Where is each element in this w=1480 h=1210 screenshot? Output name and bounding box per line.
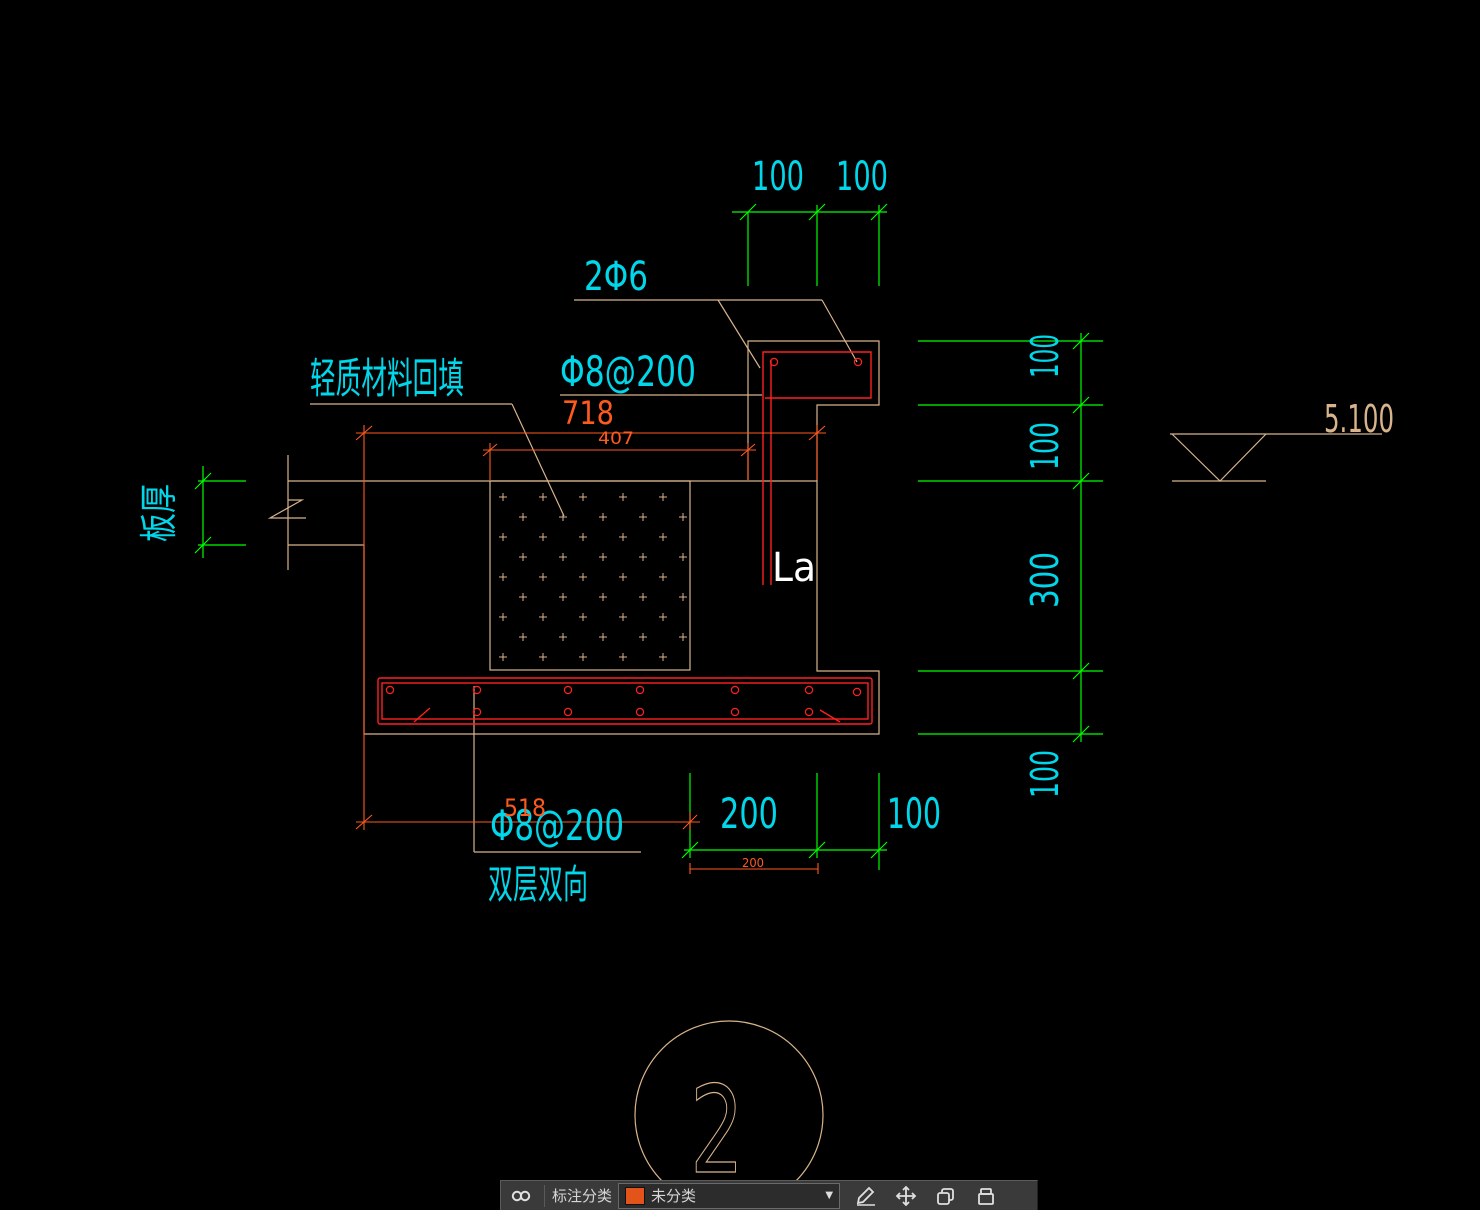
dim-right-2: 100 (1023, 422, 1067, 470)
label-bottom-bar-note: 双层双向 (488, 862, 588, 908)
category-dropdown[interactable]: 未分类 ▼ (618, 1182, 841, 1209)
label-stirrup: Φ8@200 (560, 347, 696, 396)
measure-bottom-right: 200 (742, 856, 764, 870)
move-icon (895, 1185, 917, 1206)
link-button[interactable] (501, 1182, 541, 1210)
category-value: 未分类 (651, 1187, 697, 1205)
fill-hatch (499, 493, 687, 661)
dim-right-4: 100 (1023, 750, 1067, 798)
detail-circle (634, 1020, 824, 1203)
dim-top-2: 100 (836, 154, 888, 200)
rebar-bars (385, 357, 863, 717)
detail-number: 2 (690, 1062, 744, 1201)
annotation-toolbar: 标注分类 未分类 ▼ (500, 1180, 1038, 1210)
dimension-lines (194, 203, 1103, 870)
dim-right-3: 300 (1023, 552, 1067, 608)
label-slab-thickness: 板厚 (137, 484, 181, 542)
delete-button[interactable] (966, 1182, 1006, 1210)
label-fill-material: 轻质材料回填 (310, 354, 464, 403)
move-button[interactable] (886, 1182, 926, 1210)
label-top-bar: 2Φ6 (584, 254, 648, 300)
measure-outer: 718 (562, 394, 614, 432)
category-color-swatch (625, 1186, 646, 1205)
dim-bottom-1: 200 (720, 789, 778, 838)
toolbar-separator (544, 1184, 545, 1207)
measure-bottom-left: 518 (504, 794, 546, 822)
copy-icon (937, 1187, 954, 1205)
dim-top-1: 100 (752, 154, 804, 200)
chevron-down-icon: ▼ (825, 1190, 834, 1201)
measure-inner: 407 (598, 429, 634, 449)
edit-button[interactable] (846, 1182, 886, 1210)
dim-bottom-2: 100 (887, 789, 941, 838)
link-icon (511, 1190, 531, 1201)
copy-button[interactable] (926, 1182, 966, 1210)
rebar (377, 351, 873, 725)
dim-right-1: 100 (1023, 334, 1067, 378)
label-bottom-bar: Φ8@200 (490, 801, 624, 850)
measure-lines (355, 425, 826, 874)
category-label: 标注分类 (552, 1187, 613, 1205)
elevation-value: 5.100 (1324, 397, 1394, 441)
label-anchor-length: La (772, 545, 816, 591)
